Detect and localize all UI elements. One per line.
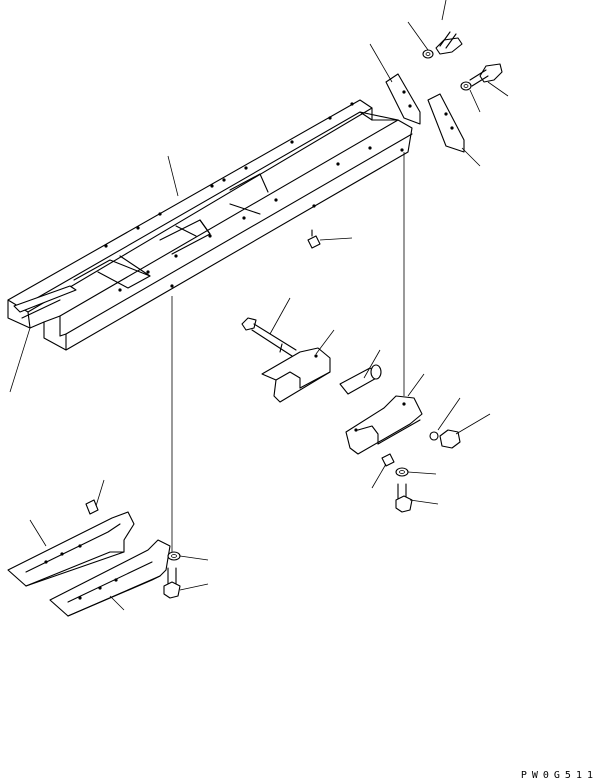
washer-right[interactable] [429,431,439,441]
upper-bolt-2[interactable] [469,63,503,87]
upper-washer-1[interactable] [422,49,434,59]
washer-mid[interactable] [395,467,409,477]
pin[interactable] [339,364,382,395]
long-bolt[interactable] [241,317,297,357]
bolt-lower[interactable] [163,567,181,599]
grease-fitting[interactable] [307,229,321,249]
mid-bracket-left[interactable] [261,347,331,403]
nut-right[interactable] [439,429,461,449]
grease-fitting-3[interactable] [85,499,99,515]
upper-bolt-1[interactable] [435,31,463,55]
drawing-code: PW0G511 [520,770,598,781]
washer-lower[interactable] [167,551,181,561]
mid-bracket-right[interactable] [345,395,423,455]
guard-lower[interactable] [49,539,171,617]
upper-bracket-left[interactable] [385,73,421,125]
grease-fitting-2[interactable] [381,453,395,467]
track-frame[interactable] [7,99,413,351]
leader-lines [9,0,509,611]
upper-washer-2[interactable] [460,81,472,91]
upper-bracket-right[interactable] [427,93,465,153]
guard-upper[interactable] [7,511,135,587]
bolt-mid[interactable] [395,483,413,513]
